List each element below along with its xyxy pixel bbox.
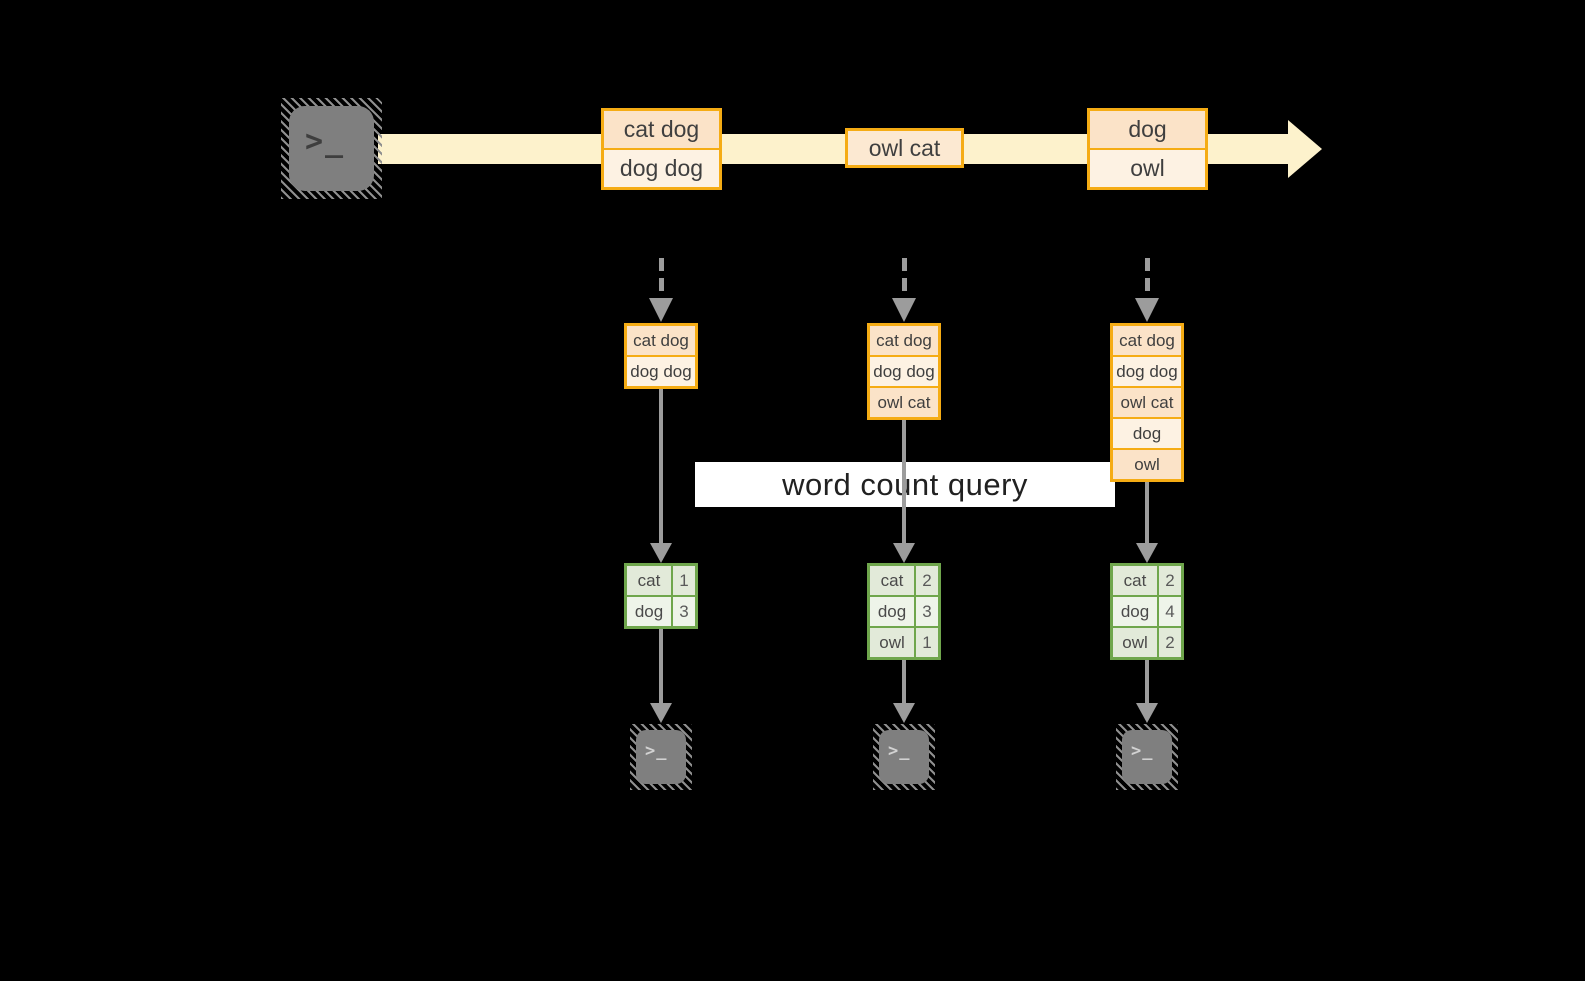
dashed-arrow-1 (649, 258, 673, 322)
arrowhead-icon (649, 298, 673, 322)
count-word-cell: owl (1113, 628, 1157, 657)
count-word-cell: cat (1113, 566, 1157, 595)
terminal-screen: >_ (879, 730, 929, 784)
word-row: cat dog (1113, 326, 1181, 355)
count-word-cell: dog (627, 597, 671, 626)
connector-line (1145, 482, 1149, 543)
count-word-cell: cat (627, 566, 671, 595)
dash-segment (901, 258, 907, 271)
terminal-prompt-icon: >_ (305, 124, 346, 159)
terminal-screen: >_ (289, 106, 374, 191)
word-row: cat dog (604, 111, 719, 148)
consumer-terminal-icon-1: >_ (630, 724, 692, 790)
terminal-screen: >_ (1122, 730, 1172, 784)
word-row: owl (1090, 148, 1205, 187)
stream-arrowhead-icon (1288, 120, 1322, 178)
count-value-cell: 2 (916, 566, 938, 595)
arrowhead-icon (1136, 543, 1158, 563)
word-row: dog dog (870, 355, 938, 386)
dashed-arrow-2 (892, 258, 916, 322)
connector-line (1145, 660, 1149, 703)
consumer-terminal-icon-3: >_ (1116, 724, 1178, 790)
count-value-cell: 3 (673, 597, 695, 626)
dash-segment (658, 258, 664, 271)
arrowhead-icon (892, 298, 916, 322)
consumer-terminal-icon-2: >_ (873, 724, 935, 790)
word-row: cat dog (870, 326, 938, 355)
connector-line (902, 660, 906, 703)
count-word-cell: dog (1113, 597, 1157, 626)
connector-line (659, 629, 663, 703)
word-row: dog dog (1113, 355, 1181, 386)
count-word-cell: owl (870, 628, 914, 657)
word-row: cat dog (627, 326, 695, 355)
word-row: dog dog (604, 148, 719, 187)
arrowhead-icon (893, 543, 915, 563)
word-row: dog dog (627, 355, 695, 386)
count-value-cell: 3 (916, 597, 938, 626)
dash-segment (658, 278, 664, 291)
word-row: owl cat (1113, 386, 1181, 417)
dashed-arrow-3 (1135, 258, 1159, 322)
terminal-screen: >_ (636, 730, 686, 784)
arrowhead-icon (1136, 703, 1158, 723)
terminal-prompt-icon: >_ (888, 741, 911, 761)
word-row: dog (1090, 111, 1205, 148)
terminal-prompt-icon: >_ (1131, 741, 1154, 761)
connector-line (659, 389, 663, 543)
word-row: owl cat (848, 131, 961, 165)
arrowhead-icon (893, 703, 915, 723)
dash-segment (1144, 278, 1150, 291)
count-word-cell: cat (870, 566, 914, 595)
count-word-cell: dog (870, 597, 914, 626)
producer-terminal-icon: >_ (281, 98, 382, 199)
count-value-cell: 1 (673, 566, 695, 595)
count-value-cell: 4 (1159, 597, 1181, 626)
stream-batch-2: owl cat (845, 128, 964, 168)
dash-segment (1144, 258, 1150, 271)
arrowhead-icon (650, 703, 672, 723)
word-row: owl cat (870, 386, 938, 417)
word-row: owl (1113, 448, 1181, 479)
count-value-cell: 2 (1159, 628, 1181, 657)
count-value-cell: 2 (1159, 566, 1181, 595)
connector-line (902, 420, 906, 543)
count-value-cell: 1 (916, 628, 938, 657)
dash-segment (901, 278, 907, 291)
arrowhead-icon (650, 543, 672, 563)
word-row: dog (1113, 417, 1181, 448)
arrowhead-icon (1135, 298, 1159, 322)
terminal-prompt-icon: >_ (645, 741, 668, 761)
